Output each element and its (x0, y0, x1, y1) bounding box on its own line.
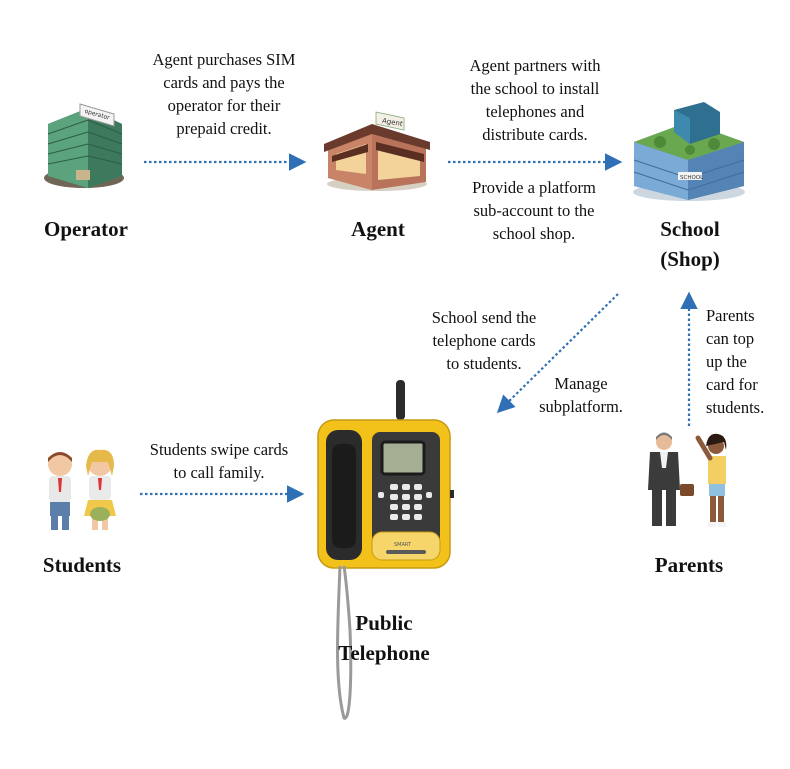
desc-line: School send the (431, 308, 537, 327)
desc-line: Manage (554, 374, 608, 393)
telephone-label-line2: Telephone (338, 641, 430, 665)
desc-line: distribute cards. (482, 125, 588, 144)
desc-line: Parents (706, 306, 755, 325)
desc-line: Agent purchases SIM (152, 50, 296, 69)
parents-label: Parents (654, 553, 724, 577)
desc-line: the school to install (470, 79, 600, 98)
school-label-line2: (Shop) (660, 247, 720, 271)
desc-line: subplatform. (539, 397, 623, 416)
desc-line: Agent partners with (469, 56, 601, 75)
agent-to-school-bottom-text: Provide a platform sub-account to the sc… (446, 176, 622, 245)
operator-label: Operator (44, 217, 128, 241)
desc-line: prepaid credit. (176, 119, 272, 138)
parents-to-school-text: Parents can top up the card for students… (706, 304, 790, 419)
desc-line: card for (706, 375, 758, 394)
agent-label: Agent (351, 217, 405, 241)
desc-line: operator for their (167, 96, 281, 115)
students-icon (48, 449, 116, 530)
desc-line: to students. (446, 354, 522, 373)
school-to-telephone-text-b: Manage subplatform. (526, 372, 636, 418)
desc-line: Provide a platform (472, 178, 596, 197)
desc-line: can top (706, 329, 755, 348)
parents-icon (648, 432, 727, 527)
telephone-brand: SMART (394, 542, 412, 548)
desc-line: cards and pays the (163, 73, 285, 92)
public-telephone-icon: SMART (317, 380, 454, 720)
desc-line: students. (706, 398, 765, 417)
desc-line: telephone cards (432, 331, 536, 350)
telephone-label: Public Telephone (320, 608, 448, 668)
school-label-line1: School (660, 217, 720, 241)
school-label: School (Shop) (630, 214, 750, 274)
desc-line: to call family. (173, 463, 265, 482)
desc-line: up the (706, 352, 747, 371)
agent-sign: Agent (381, 117, 403, 129)
operator-building-icon: operator (44, 103, 124, 188)
agent-to-school-top-text: Agent partners with the school to instal… (440, 54, 630, 146)
desc-line: telephones and (485, 102, 585, 121)
school-sign: SCHOOL (680, 175, 704, 181)
desc-line: sub-account to the (473, 201, 595, 220)
desc-line: Students swipe cards (149, 440, 289, 459)
school-building-icon: SCHOOL (633, 102, 745, 201)
operator-to-agent-text: Agent purchases SIM cards and pays the o… (126, 48, 322, 140)
agent-shop-icon: Agent (324, 111, 430, 191)
students-to-telephone-text: Students swipe cards to call family. (126, 438, 312, 484)
school-to-telephone-text-a: School send the telephone cards to stude… (410, 306, 558, 375)
telephone-label-line1: Public (355, 611, 413, 635)
students-label: Students (42, 553, 122, 577)
desc-line: school shop. (492, 224, 576, 243)
